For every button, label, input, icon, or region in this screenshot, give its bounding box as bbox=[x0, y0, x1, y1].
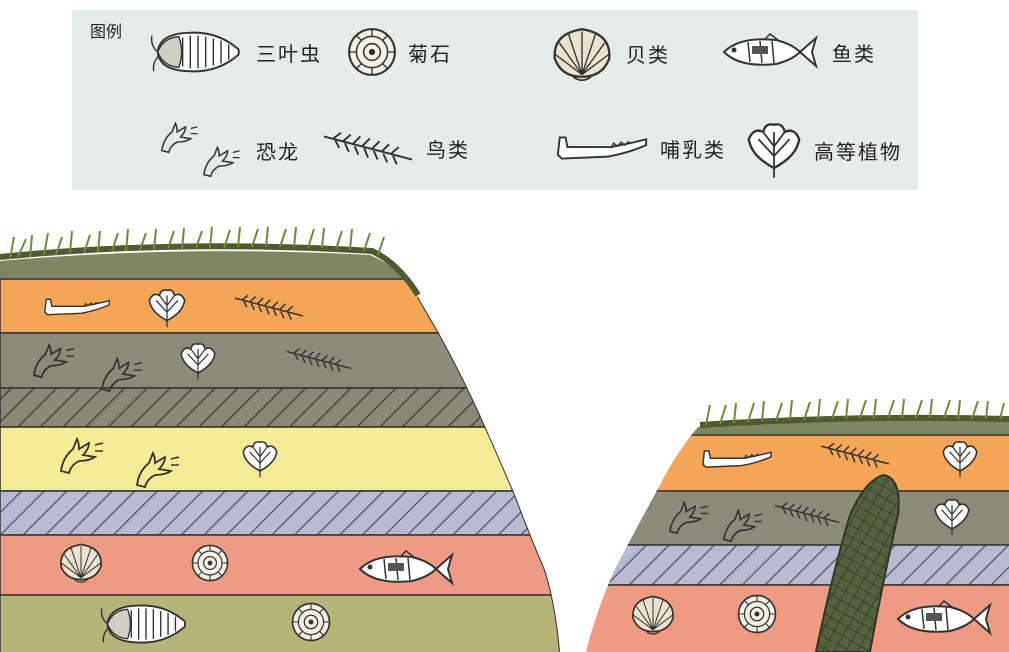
ammonite-icon bbox=[293, 604, 330, 641]
shell-icon bbox=[548, 24, 616, 82]
legend-item-plant: 高等植物 bbox=[744, 120, 902, 180]
legend-label-dinosaur: 恐龙 bbox=[256, 136, 300, 165]
dinosaur-footprint-icon bbox=[156, 120, 246, 180]
left-ground-layer bbox=[0, 235, 600, 279]
left-layer-hatch-dark bbox=[0, 388, 600, 427]
legend-item-fish: 鱼类 bbox=[718, 32, 876, 72]
legend-panel: 图例 三叶虫 菊石 贝类 鱼类 恐龙 鸟类 哺乳类 高等植物 bbox=[72, 10, 918, 190]
ammonite-icon bbox=[739, 596, 776, 633]
left-layer-hatch-blue bbox=[0, 491, 600, 535]
mammal-jaw-icon bbox=[554, 132, 650, 164]
legend-title: 图例 bbox=[90, 18, 122, 42]
fish-icon bbox=[718, 32, 822, 72]
left-layer-gray bbox=[0, 333, 600, 388]
ammonite-icon bbox=[346, 26, 398, 78]
bird-feather-icon bbox=[320, 126, 416, 170]
trilobite-icon bbox=[150, 28, 246, 76]
legend-label-plant: 高等植物 bbox=[814, 136, 902, 165]
legend-label-bird: 鸟类 bbox=[426, 134, 470, 163]
plant-leaf-icon bbox=[744, 120, 804, 180]
legend-item-trilobite: 三叶虫 bbox=[150, 28, 322, 76]
right-layer-orange bbox=[580, 435, 1009, 491]
strata-diagram bbox=[0, 195, 1009, 652]
legend-item-dinosaur: 恐龙 bbox=[156, 120, 300, 180]
legend-item-bird: 鸟类 bbox=[320, 126, 470, 170]
legend-label-shell: 贝类 bbox=[626, 39, 670, 68]
legend-label-trilobite: 三叶虫 bbox=[256, 38, 322, 67]
legend-label-mammal: 哺乳类 bbox=[660, 134, 726, 163]
legend-item-mammal: 哺乳类 bbox=[554, 132, 726, 164]
right-layer-hatch-blue bbox=[580, 545, 1009, 585]
legend-item-ammonite: 菊石 bbox=[346, 26, 452, 78]
legend-label-fish: 鱼类 bbox=[832, 38, 876, 67]
legend-item-shell: 贝类 bbox=[548, 24, 670, 82]
left-cliff bbox=[0, 235, 600, 652]
ammonite-icon bbox=[192, 545, 227, 580]
legend-label-ammonite: 菊石 bbox=[408, 38, 452, 67]
